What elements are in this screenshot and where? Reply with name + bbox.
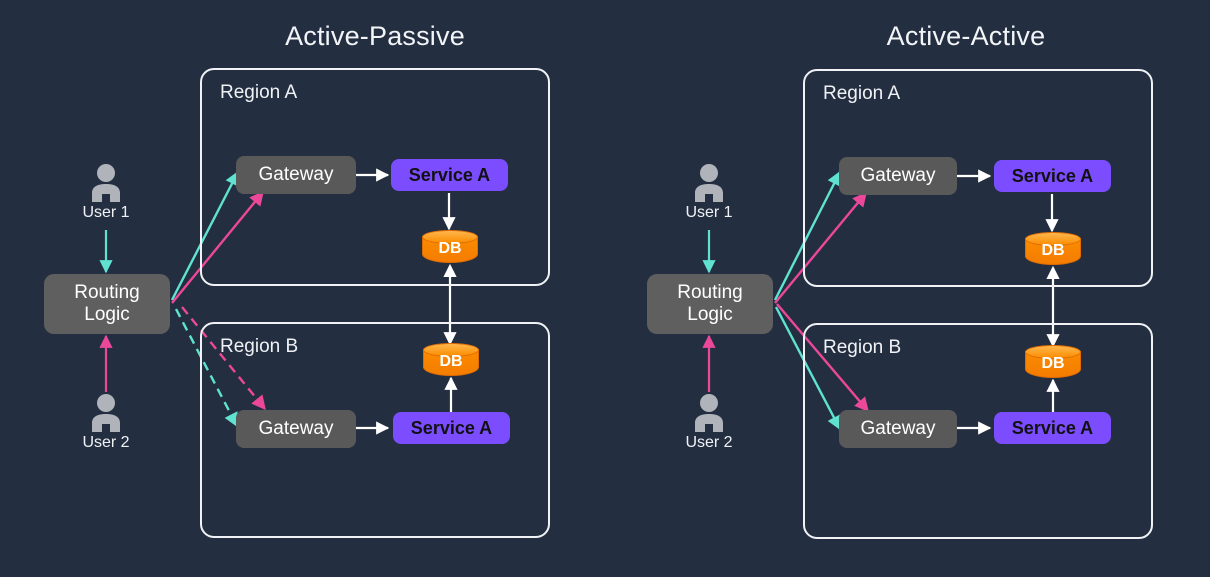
region-label: Region B: [220, 336, 299, 357]
gateway-active-passive-region-a[interactable]: Gateway: [236, 156, 356, 194]
user-2-active-passive: User 2: [76, 392, 136, 452]
region-label: Region A: [823, 83, 901, 104]
db-label: DB: [438, 240, 462, 257]
region-box-active-active-region-b: Region B: [803, 323, 1153, 539]
region-label: Region A: [220, 82, 298, 103]
user-icon: [92, 164, 120, 202]
service-a-active-passive-region-b[interactable]: Service A: [393, 412, 510, 444]
user-1-active-active: User 1: [679, 162, 739, 222]
panel-title-active-active: Active-Active: [886, 21, 1046, 51]
service-a-active-active-region-b[interactable]: Service A: [994, 412, 1111, 444]
db-cylinder-top: [422, 230, 478, 244]
db-active-active-region-a[interactable]: DB: [1025, 232, 1081, 268]
db-active-passive-region-b[interactable]: DB: [423, 343, 479, 379]
db-active-passive-region-a[interactable]: DB: [422, 230, 478, 266]
user-1-active-passive: User 1: [76, 162, 136, 222]
region-box-active-passive-region-b: Region B: [200, 322, 550, 538]
db-cylinder-top: [423, 343, 479, 357]
user-label: User 1: [685, 204, 733, 221]
routing-logic-line2: Logic: [84, 304, 130, 325]
routing-logic-line1: Routing: [677, 282, 743, 304]
user-label: User 1: [82, 204, 130, 221]
db-cylinder-top: [1025, 232, 1081, 246]
gateway-active-passive-region-b[interactable]: Gateway: [236, 410, 356, 448]
user-label: User 2: [82, 434, 130, 451]
routing-logic-active-active[interactable]: Routing Logic: [647, 274, 773, 334]
region-label: Region B: [823, 337, 902, 358]
routing-logic-active-passive[interactable]: Routing Logic: [44, 274, 170, 334]
region-box-active-active-region-a: Region A: [803, 69, 1153, 287]
service-a-active-active-region-a[interactable]: Service A: [994, 160, 1111, 192]
gateway-active-active-region-b[interactable]: Gateway: [839, 410, 957, 448]
db-label: DB: [439, 353, 463, 370]
panel-title-active-passive: Active-Passive: [285, 21, 465, 51]
user-icon: [695, 394, 723, 432]
db-label: DB: [1041, 242, 1065, 259]
db-cylinder-top: [1025, 345, 1081, 359]
user-icon: [695, 164, 723, 202]
routing-logic-line1: Routing: [74, 282, 140, 304]
region-box-active-passive-region-a: Region A: [200, 68, 550, 286]
user-icon: [92, 394, 120, 432]
routing-logic-line2: Logic: [687, 304, 733, 325]
service-a-active-passive-region-a[interactable]: Service A: [391, 159, 508, 191]
gateway-active-active-region-a[interactable]: Gateway: [839, 157, 957, 195]
db-label: DB: [1041, 355, 1065, 372]
db-active-active-region-b[interactable]: DB: [1025, 345, 1081, 381]
user-label: User 2: [685, 434, 733, 451]
user-2-active-active: User 2: [679, 392, 739, 452]
